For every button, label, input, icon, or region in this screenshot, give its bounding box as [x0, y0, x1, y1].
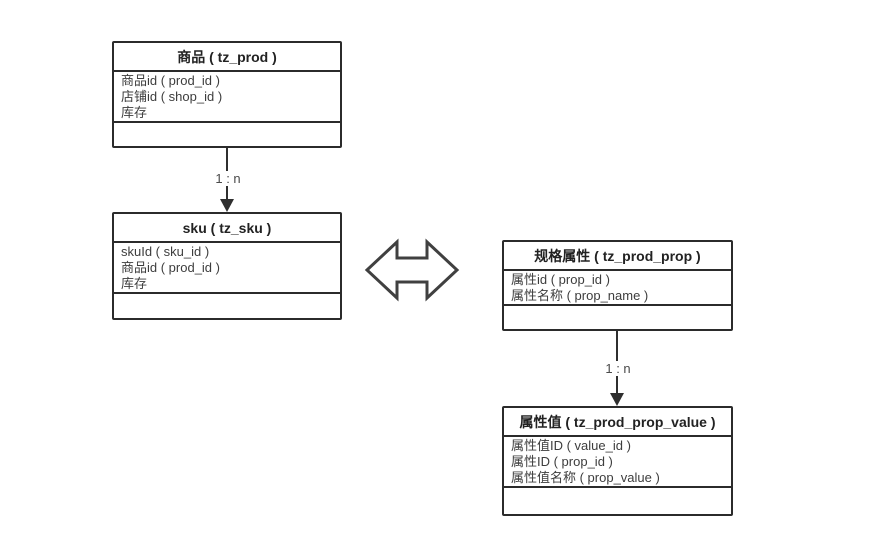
entity-prop-value: 属性值 ( tz_prod_prop_value ) 属性值ID ( value…	[502, 406, 733, 516]
entity-prod-prop-empty-section	[504, 306, 731, 329]
entity-prop-value-title: 属性值 ( tz_prod_prop_value )	[504, 408, 731, 437]
field-prop-name: 属性名称 ( prop_name )	[511, 288, 649, 303]
field-prod-stock: 库存	[121, 105, 148, 120]
field-value-prop-id: 属性ID ( prop_id )	[511, 454, 613, 469]
entity-sku-fields: skuId ( sku_id ) 商品id ( prod_id ) 库存	[114, 243, 340, 294]
entity-prod-prop-title: 规格属性 ( tz_prod_prop )	[504, 242, 731, 271]
double-arrow-icon	[364, 238, 460, 302]
entity-prod-title: 商品 ( tz_prod )	[114, 43, 340, 72]
entity-sku-title: sku ( tz_sku )	[114, 214, 340, 243]
connector-prop-value-label: 1 : n	[602, 361, 634, 376]
field-sku-stock: 库存	[121, 276, 148, 291]
arrowhead-down-icon	[610, 393, 624, 406]
field-sku-id: skuId ( sku_id )	[121, 244, 210, 259]
field-value-id: 属性值ID ( value_id )	[511, 438, 631, 453]
entity-prod-prop-fields: 属性id ( prop_id ) 属性名称 ( prop_name )	[504, 271, 731, 306]
entity-prop-value-fields: 属性值ID ( value_id ) 属性ID ( prop_id ) 属性值名…	[504, 437, 731, 488]
field-prop-value-name: 属性值名称 ( prop_value )	[511, 470, 660, 485]
entity-sku: sku ( tz_sku ) skuId ( sku_id ) 商品id ( p…	[112, 212, 342, 320]
field-shop-id: 店铺id ( shop_id )	[121, 89, 223, 104]
field-prod-id: 商品id ( prod_id )	[121, 73, 220, 88]
entity-prop-value-empty-section	[504, 488, 731, 514]
connector-prod-sku-label: 1 : n	[212, 171, 244, 186]
entity-prod-fields: 商品id ( prod_id ) 店铺id ( shop_id ) 库存	[114, 72, 340, 123]
arrowhead-down-icon	[220, 199, 234, 212]
entity-prod: 商品 ( tz_prod ) 商品id ( prod_id ) 店铺id ( s…	[112, 41, 342, 148]
entity-prod-prop: 规格属性 ( tz_prod_prop ) 属性id ( prop_id ) 属…	[502, 240, 733, 331]
entity-sku-empty-section	[114, 294, 340, 318]
field-sku-prod-id: 商品id ( prod_id )	[121, 260, 220, 275]
entity-prod-empty-section	[114, 123, 340, 146]
field-prop-id: 属性id ( prop_id )	[511, 272, 610, 287]
